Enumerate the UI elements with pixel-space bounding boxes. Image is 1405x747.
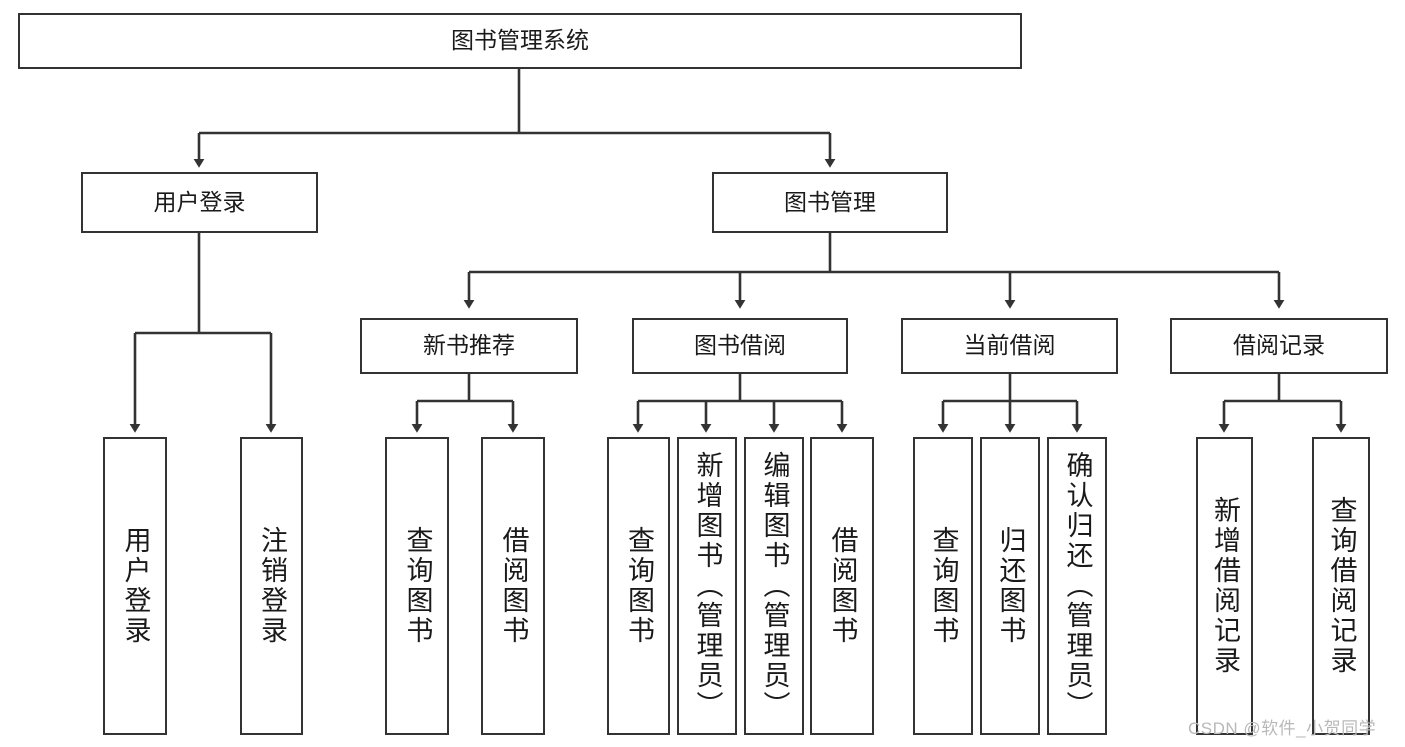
- csdn-watermark: CSDN @软件_小贺同学: [1188, 719, 1377, 738]
- node-leaf-add-borrow-record[interactable]: 新增借阅记录: [1196, 437, 1253, 735]
- node-label: 新增图书（管理员）: [692, 451, 723, 721]
- node-leaf-query-book-1[interactable]: 查询图书: [385, 437, 449, 735]
- node-label: 查询图书: [928, 526, 959, 646]
- node-label: 查询图书: [624, 526, 654, 646]
- node-label: 借阅记录: [1233, 332, 1325, 359]
- node-label: 借阅图书: [827, 526, 858, 646]
- node-label: 用户登录: [120, 526, 151, 646]
- node-label: 查询图书: [402, 526, 433, 646]
- node-leaf-borrow-book-2[interactable]: 借阅图书: [810, 437, 874, 735]
- node-leaf-confirm-return-admin[interactable]: 确认归还（管理员）: [1047, 437, 1107, 735]
- node-leaf-query-book-3[interactable]: 查询图书: [913, 437, 973, 735]
- node-leaf-add-book-admin[interactable]: 新增图书（管理员）: [677, 437, 737, 735]
- node-leaf-logout-login[interactable]: 注销登录: [240, 437, 303, 735]
- node-leaf-query-borrow-record[interactable]: 查询借阅记录: [1312, 437, 1370, 735]
- node-label: 编辑图书（管理员）: [759, 451, 790, 721]
- node-label: 当前借阅: [963, 332, 1056, 359]
- node-label: 图书管理系统: [451, 27, 589, 54]
- node-leaf-user-login[interactable]: 用户登录: [103, 437, 167, 735]
- node-label: 用户登录: [153, 188, 246, 215]
- node-leaf-borrow-book-1[interactable]: 借阅图书: [481, 437, 545, 735]
- node-leaf-query-book-2[interactable]: 查询图书: [607, 437, 670, 735]
- node-root-book-management-system[interactable]: 图书管理系统: [18, 13, 1022, 69]
- node-leaf-edit-book-admin[interactable]: 编辑图书（管理员）: [744, 437, 804, 735]
- node-label: 图书管理: [784, 188, 876, 215]
- node-label: 新增借阅记录: [1210, 496, 1240, 676]
- node-leaf-return-book[interactable]: 归还图书: [980, 437, 1040, 735]
- node-label: 新书推荐: [423, 332, 515, 359]
- node-current-borrow[interactable]: 当前借阅: [901, 318, 1118, 374]
- node-label: 借阅图书: [498, 526, 529, 646]
- node-new-book-recommend[interactable]: 新书推荐: [360, 318, 578, 374]
- node-user-login[interactable]: 用户登录: [81, 172, 318, 233]
- node-book-management[interactable]: 图书管理: [712, 172, 948, 233]
- node-borrow-record[interactable]: 借阅记录: [1170, 318, 1388, 374]
- node-label: 确认归还（管理员）: [1062, 451, 1093, 721]
- node-label: 查询借阅记录: [1326, 496, 1357, 676]
- node-label: 归还图书: [995, 526, 1026, 646]
- node-label: 注销登录: [257, 526, 287, 646]
- node-book-borrow[interactable]: 图书借阅: [632, 318, 848, 374]
- node-label: 图书借阅: [694, 332, 786, 359]
